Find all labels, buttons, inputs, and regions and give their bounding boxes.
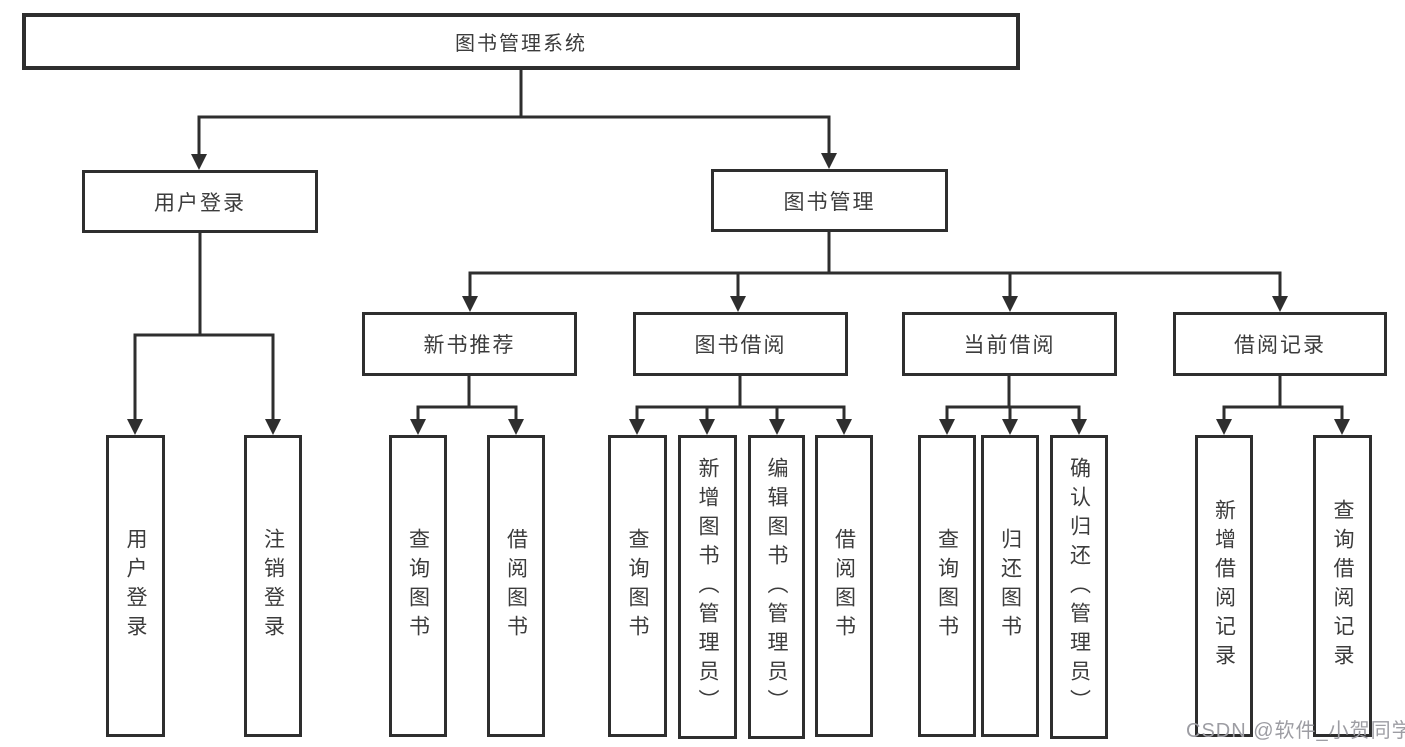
leaf-return-book-label: 归还图书 — [998, 528, 1022, 644]
leaf-query-book-c-label: 查询图书 — [935, 528, 959, 644]
leaf-logout-login: 注销登录 — [244, 435, 302, 737]
node-current-borrow-label: 当前借阅 — [963, 334, 1056, 357]
leaf-query-book-a: 查询图书 — [389, 435, 447, 737]
leaf-confirm-return-admin-label: 确认归还（管理员） — [1067, 456, 1091, 718]
leaf-confirm-return-admin: 确认归还（管理员） — [1050, 435, 1108, 739]
leaf-query-borrow-record-label: 查询借阅记录 — [1331, 499, 1354, 673]
node-borrow-records: 借阅记录 — [1173, 312, 1387, 376]
leaf-logout-login-label: 注销登录 — [261, 528, 285, 644]
node-new-book-recommend-label: 新书推荐 — [423, 334, 516, 357]
leaf-borrow-book-b-label: 借阅图书 — [832, 528, 856, 644]
leaf-edit-book-admin-label: 编辑图书（管理员） — [765, 456, 788, 718]
leaf-add-borrow-record: 新增借阅记录 — [1195, 435, 1253, 737]
leaf-borrow-book-a: 借阅图书 — [487, 435, 545, 737]
leaf-borrow-book-a-label: 借阅图书 — [504, 528, 528, 644]
leaf-borrow-book-b: 借阅图书 — [815, 435, 873, 737]
leaf-query-book-c: 查询图书 — [918, 435, 976, 737]
node-user-login: 用户登录 — [82, 170, 318, 233]
node-borrow-records-label: 借阅记录 — [1234, 334, 1326, 357]
node-root-label: 图书管理系统 — [455, 33, 587, 55]
node-book-borrow-label: 图书借阅 — [694, 334, 787, 357]
leaf-user-login-label: 用户登录 — [124, 528, 147, 644]
csdn-watermark: CSDN @软件_小贺同学 — [1186, 720, 1405, 742]
leaf-user-login: 用户登录 — [106, 435, 165, 737]
node-book-management: 图书管理 — [711, 169, 948, 232]
node-book-management-label: 图书管理 — [783, 190, 876, 214]
leaf-return-book: 归还图书 — [981, 435, 1039, 737]
node-current-borrow: 当前借阅 — [902, 312, 1117, 376]
node-book-borrow: 图书借阅 — [633, 312, 848, 376]
leaf-add-book-admin: 新增图书（管理员） — [678, 435, 737, 739]
leaf-add-book-admin-label: 新增图书（管理员） — [696, 456, 719, 718]
leaf-edit-book-admin: 编辑图书（管理员） — [748, 435, 805, 739]
node-new-book-recommend: 新书推荐 — [362, 312, 577, 376]
leaf-query-book-b-label: 查询图书 — [626, 528, 649, 644]
node-user-login-label: 用户登录 — [154, 191, 246, 215]
leaf-query-book-a-label: 查询图书 — [406, 528, 430, 644]
leaf-query-borrow-record: 查询借阅记录 — [1313, 435, 1372, 737]
leaf-add-borrow-record-label: 新增借阅记录 — [1212, 499, 1236, 673]
leaf-query-book-b: 查询图书 — [608, 435, 667, 737]
node-root: 图书管理系统 — [22, 13, 1020, 70]
